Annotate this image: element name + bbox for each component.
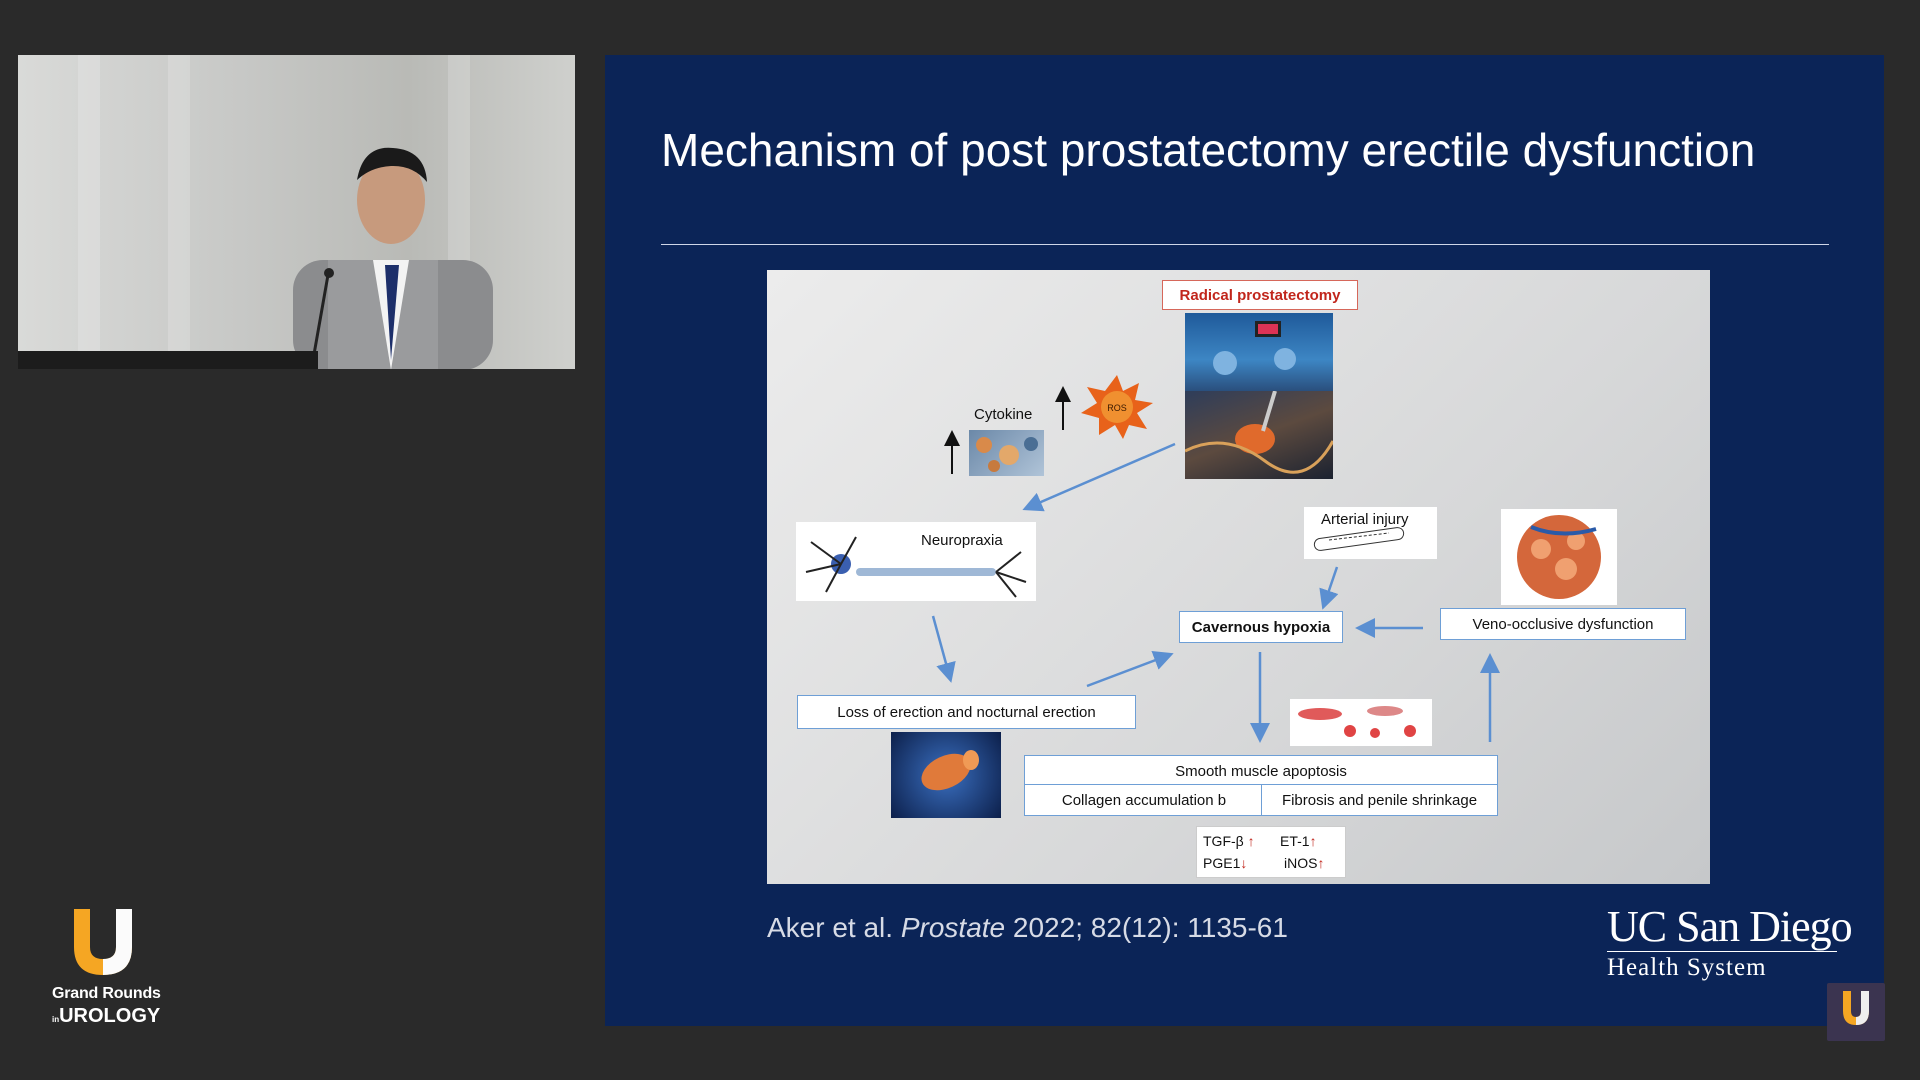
collagen-box: Collagen accumulation b: [1024, 784, 1264, 816]
neuron-image: Neuropraxia: [796, 522, 1036, 601]
speaker-figure: [273, 110, 523, 369]
ros-burst-icon: ROS: [1077, 373, 1157, 439]
brand-line2: inUROLOGY: [52, 1005, 160, 1028]
speaker-video: [18, 55, 575, 369]
fibrosis-box: Fibrosis and penile shrinkage: [1261, 784, 1498, 816]
podium: [18, 351, 318, 369]
ucsd-name: UC San Diego: [1607, 905, 1837, 952]
citation: Aker et al. Prostate 2022; 82(12): 1135-…: [767, 912, 1288, 944]
marker-et1: ET-1↑: [1280, 833, 1317, 849]
svg-text:ROS: ROS: [1107, 403, 1127, 413]
brand-line1: Grand Rounds: [52, 985, 161, 1003]
neuropraxia-label: Neuropraxia: [921, 532, 1003, 549]
arterial-injury-panel: Arterial injury: [1304, 507, 1437, 559]
presentation-slide: Mechanism of post prostatectomy erectile…: [605, 55, 1884, 1026]
marker-tgf: TGF-β ↑: [1203, 833, 1255, 849]
smooth-muscle-image: [1290, 699, 1432, 746]
marker-pge1: PGE1↓: [1203, 855, 1247, 871]
title-divider: [661, 244, 1829, 245]
markers-box: TGF-β ↑ ET-1↑ PGE1↓ iNOS↑: [1196, 826, 1346, 878]
curtain-fold: [168, 55, 190, 369]
grand-rounds-logo: Grand Rounds inUROLOGY: [50, 905, 160, 1030]
mechanism-diagram: Radical prostatectomy Cytokine: [767, 270, 1710, 884]
u-logo-icon: [68, 907, 138, 977]
vascular-tissue-image: [1501, 509, 1617, 605]
ucsd-subtitle: Health System: [1607, 954, 1837, 982]
slide-title: Mechanism of post prostatectomy erectile…: [661, 125, 1761, 175]
veno-occlusive-box: Veno-occlusive dysfunction: [1440, 608, 1686, 640]
cavernous-hypoxia-box: Cavernous hypoxia: [1179, 611, 1343, 643]
loss-of-erection-box: Loss of erection and nocturnal erection: [797, 695, 1136, 729]
ucsd-logo: UC San Diego Health System: [1607, 905, 1837, 982]
mini-brand-logo: [1827, 983, 1885, 1041]
arterial-injury-label: Arterial injury: [1321, 511, 1409, 528]
u-logo-small-icon: [1827, 983, 1885, 1041]
marker-inos: iNOS↑: [1284, 855, 1324, 871]
smooth-muscle-box: Smooth muscle apoptosis: [1024, 755, 1498, 787]
anatomy-image: [891, 732, 1001, 818]
curtain-fold: [78, 55, 100, 369]
